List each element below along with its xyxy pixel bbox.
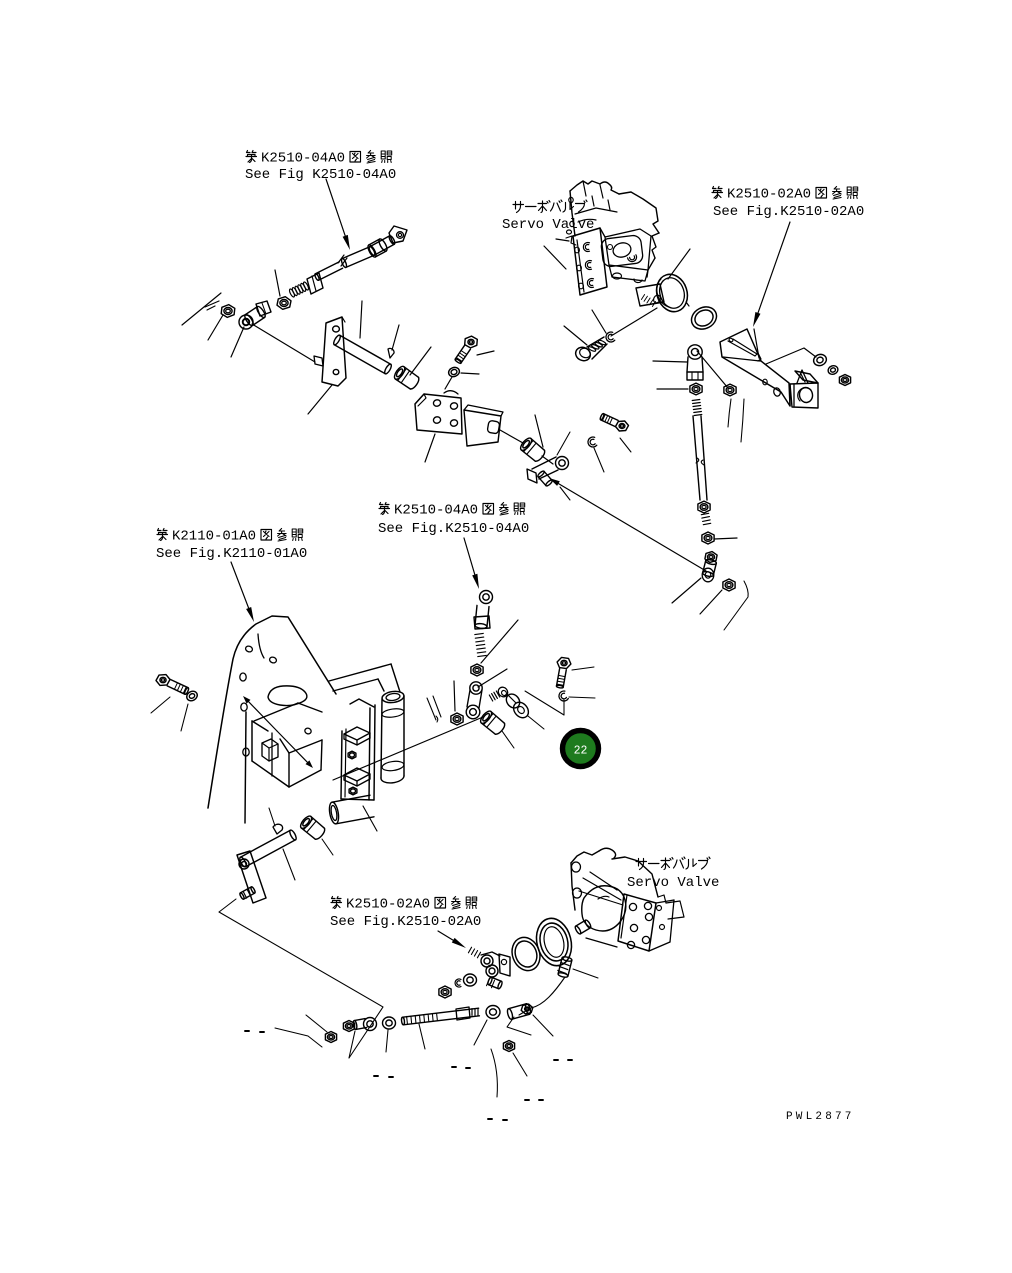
svg-text:See Fig.K2110-01A0: See Fig.K2110-01A0 [156, 546, 307, 562]
svg-text:See Fig K2510-04A0: See Fig K2510-04A0 [245, 167, 396, 183]
svg-text:Servo Valve: Servo Valve [627, 875, 719, 891]
svg-text:PWL2877: PWL2877 [786, 1111, 855, 1123]
svg-text:K2510-04A0: K2510-04A0 [261, 151, 345, 167]
svg-text:K2110-01A0: K2110-01A0 [172, 529, 256, 545]
svg-text:K2510-02A0: K2510-02A0 [727, 187, 811, 203]
svg-text:K2510-04A0: K2510-04A0 [394, 503, 478, 519]
svg-text:See Fig.K2510-04A0: See Fig.K2510-04A0 [378, 521, 529, 537]
svg-text:See Fig.K2510-02A0: See Fig.K2510-02A0 [330, 914, 481, 930]
svg-text:22: 22 [574, 745, 588, 758]
svg-text:K2510-02A0: K2510-02A0 [346, 897, 430, 913]
svg-text:See Fig.K2510-02A0: See Fig.K2510-02A0 [713, 204, 864, 220]
svg-text:Servo Valve: Servo Valve [502, 217, 594, 233]
